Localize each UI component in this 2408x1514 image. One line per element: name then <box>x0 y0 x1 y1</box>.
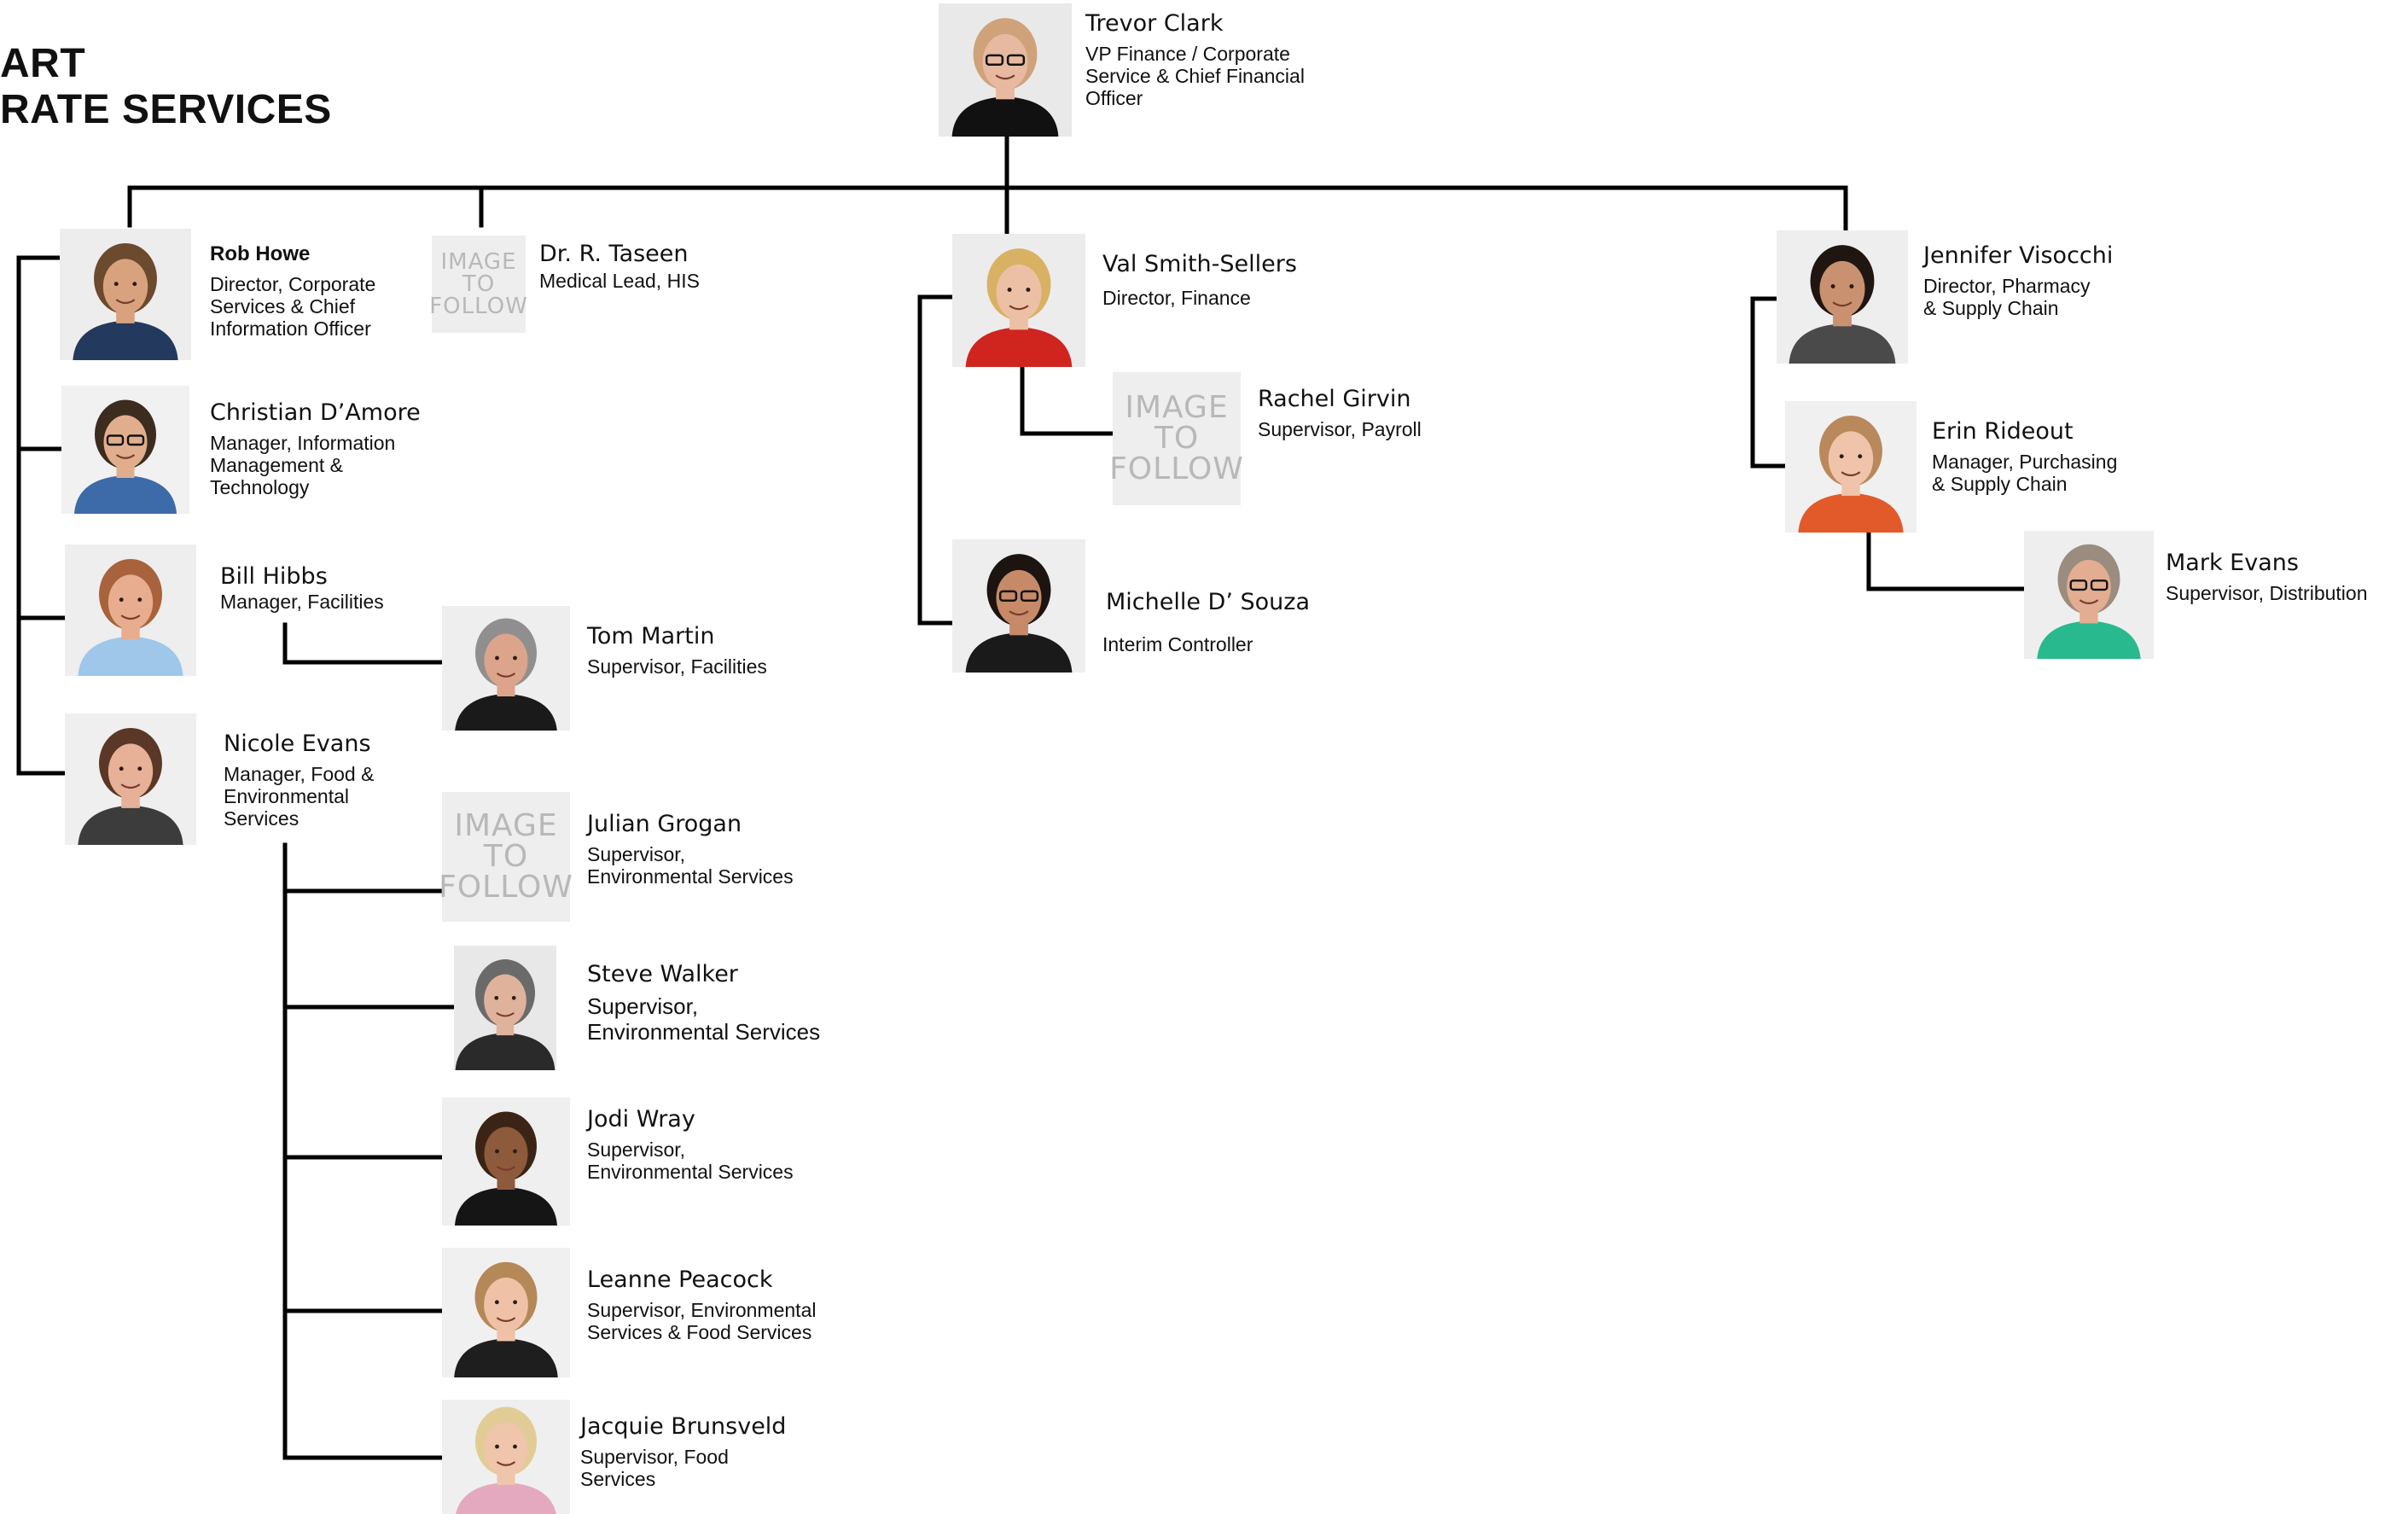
mark-evans-photo <box>2024 531 2154 659</box>
rob-howe-name: Rob Howe <box>210 242 311 265</box>
jennifer-visocchi-name: Jennifer Visocchi <box>1923 242 2114 269</box>
portrait-image <box>60 229 191 360</box>
rachel-girvin-card: Rachel Girvin Supervisor, Payroll <box>1258 386 1422 440</box>
jacquie-brunsveld-card: Jacquie Brunsveld Supervisor, Food Servi… <box>580 1413 786 1490</box>
christian-damore-name: Christian D’Amore <box>210 399 421 426</box>
dr-taseen-name: Dr. R. Taseen <box>539 241 689 267</box>
leanne-peacock-name: Leanne Peacock <box>587 1267 773 1293</box>
bill-hibbs-name: Bill Hibbs <box>220 563 328 590</box>
portrait-image <box>61 386 189 514</box>
jodi-wray-photo <box>442 1098 570 1226</box>
nicole-evans-photo <box>65 713 196 845</box>
rachel-girvin-image-placeholder: IMAGE TO FOLLOW <box>1109 372 1243 505</box>
steve-walker-card: Steve Walker Supervisor, Environmental S… <box>587 961 820 1045</box>
portrait-image <box>442 1400 570 1514</box>
trevor-clark-card: Trevor Clark VP Finance / Corporate Serv… <box>1085 10 1305 109</box>
chart-title-line-2: RATE SERVICES <box>0 87 332 132</box>
chart-title: ART RATE SERVICES <box>0 41 332 133</box>
portrait-image <box>952 539 1085 673</box>
julian-grogan-role: Supervisor, Environmental Services <box>587 843 794 888</box>
portrait-image <box>442 1098 570 1226</box>
image-to-follow-label: IMAGE TO FOLLOW <box>1109 390 1244 486</box>
dr-taseen-image-placeholder: IMAGE TO FOLLOW <box>429 236 528 333</box>
bill-hibbs-card: Bill Hibbs Manager, Facilities <box>220 563 384 613</box>
rachel-girvin-name: Rachel Girvin <box>1258 386 1411 412</box>
rob-howe-card: Rob Howe Director, Corporate Services & … <box>210 241 375 340</box>
julian-grogan-card: Julian Grogan Supervisor, Environmental … <box>587 811 794 888</box>
jodi-wray-name: Jodi Wray <box>587 1106 695 1133</box>
trevor-clark-name: Trevor Clark <box>1085 10 1224 37</box>
trevor-clark-photo <box>939 3 1072 137</box>
steve-walker-name: Steve Walker <box>587 961 738 987</box>
val-smith-sellers-card: Val Smith-Sellers Director, Finance <box>1102 251 1297 309</box>
dr-taseen-card: Dr. R. Taseen Medical Lead, HIS <box>539 241 700 292</box>
leanne-peacock-photo <box>442 1248 570 1377</box>
julian-grogan-image-placeholder: IMAGE TO FOLLOW <box>439 792 573 922</box>
steve-walker-role: Supervisor, Environmental Services <box>587 993 821 1045</box>
val-smith-sellers-photo <box>952 234 1085 367</box>
nicole-evans-card: Nicole Evans Manager, Food & Environment… <box>224 731 374 830</box>
portrait-image <box>442 606 570 731</box>
julian-grogan-name: Julian Grogan <box>587 811 742 837</box>
leanne-peacock-card: Leanne Peacock Supervisor, Environmental… <box>587 1267 816 1343</box>
erin-rideout-name: Erin Rideout <box>1932 418 2074 445</box>
chart-title-line-1: ART <box>0 41 86 86</box>
jennifer-visocchi-photo <box>1777 230 1908 364</box>
image-to-follow-label: IMAGE TO FOLLOW <box>439 808 573 905</box>
jennifer-visocchi-card: Jennifer Visocchi Director, Pharmacy & S… <box>1923 242 2113 319</box>
jennifer-visocchi-role: Director, Pharmacy & Supply Chain <box>1923 275 2091 319</box>
portrait-image <box>1785 401 1917 533</box>
val-smith-sellers-role: Director, Finance <box>1102 287 1251 309</box>
erin-rideout-photo <box>1785 401 1917 533</box>
jodi-wray-role: Supervisor, Environmental Services <box>587 1138 794 1183</box>
image-to-follow-label: IMAGE TO FOLLOW <box>429 249 528 319</box>
jodi-wray-card: Jodi Wray Supervisor, Environmental Serv… <box>587 1106 794 1183</box>
michelle-dsouza-photo <box>952 539 1085 673</box>
mark-evans-name: Mark Evans <box>2166 550 2299 576</box>
bill-hibbs-role: Manager, Facilities <box>220 591 384 613</box>
jacquie-brunsveld-name: Jacquie Brunsveld <box>580 1413 787 1440</box>
portrait-image <box>1777 230 1908 364</box>
erin-rideout-role: Manager, Purchasing & Supply Chain <box>1932 451 2118 495</box>
jacquie-brunsveld-photo <box>442 1400 570 1514</box>
steve-walker-photo <box>454 946 556 1070</box>
connector-bill-tom <box>282 622 445 665</box>
connector-val-rachel <box>1020 364 1115 436</box>
tom-martin-role: Supervisor, Facilities <box>587 655 767 678</box>
val-smith-sellers-name: Val Smith-Sellers <box>1102 251 1297 277</box>
tom-martin-card: Tom Martin Supervisor, Facilities <box>587 623 767 678</box>
connector-erin-mark <box>1866 530 2027 591</box>
nicole-evans-name: Nicole Evans <box>224 731 371 757</box>
tom-martin-photo <box>442 606 570 731</box>
portrait-image <box>442 1248 570 1377</box>
christian-damore-photo <box>61 386 189 514</box>
portrait-image <box>939 3 1072 137</box>
tom-martin-name: Tom Martin <box>587 623 715 649</box>
rob-howe-role: Director, Corporate Services & Chief Inf… <box>210 273 376 340</box>
leanne-peacock-role: Supervisor, Environmental Services & Foo… <box>587 1299 817 1343</box>
portrait-image <box>65 713 196 845</box>
rachel-girvin-role: Supervisor, Payroll <box>1258 418 1422 440</box>
bill-hibbs-photo <box>65 544 196 676</box>
christian-damore-card: Christian D’Amore Manager, Information M… <box>210 399 421 498</box>
michelle-dsouza-card: Michelle D’ Souza Interim Controller <box>1102 589 1311 655</box>
jacquie-brunsveld-role: Supervisor, Food Services <box>580 1446 729 1490</box>
christian-damore-role: Manager, Information Management & Techno… <box>210 432 396 498</box>
portrait-image <box>454 946 556 1070</box>
mark-evans-card: Mark Evans Supervisor, Distribution <box>2166 550 2368 604</box>
erin-rideout-card: Erin Rideout Manager, Purchasing & Suppl… <box>1932 418 2117 495</box>
mark-evans-role: Supervisor, Distribution <box>2166 582 2368 604</box>
rob-howe-photo <box>60 229 191 360</box>
trevor-clark-role: VP Finance / Corporate Service & Chief F… <box>1085 43 1305 109</box>
portrait-image <box>2024 531 2154 659</box>
portrait-image <box>952 234 1085 367</box>
michelle-dsouza-role: Interim Controller <box>1102 633 1253 655</box>
michelle-dsouza-name: Michelle D’ Souza <box>1106 589 1311 615</box>
nicole-evans-role: Manager, Food & Environmental Services <box>224 763 375 830</box>
portrait-image <box>65 544 196 676</box>
dr-taseen-role: Medical Lead, HIS <box>539 270 700 292</box>
